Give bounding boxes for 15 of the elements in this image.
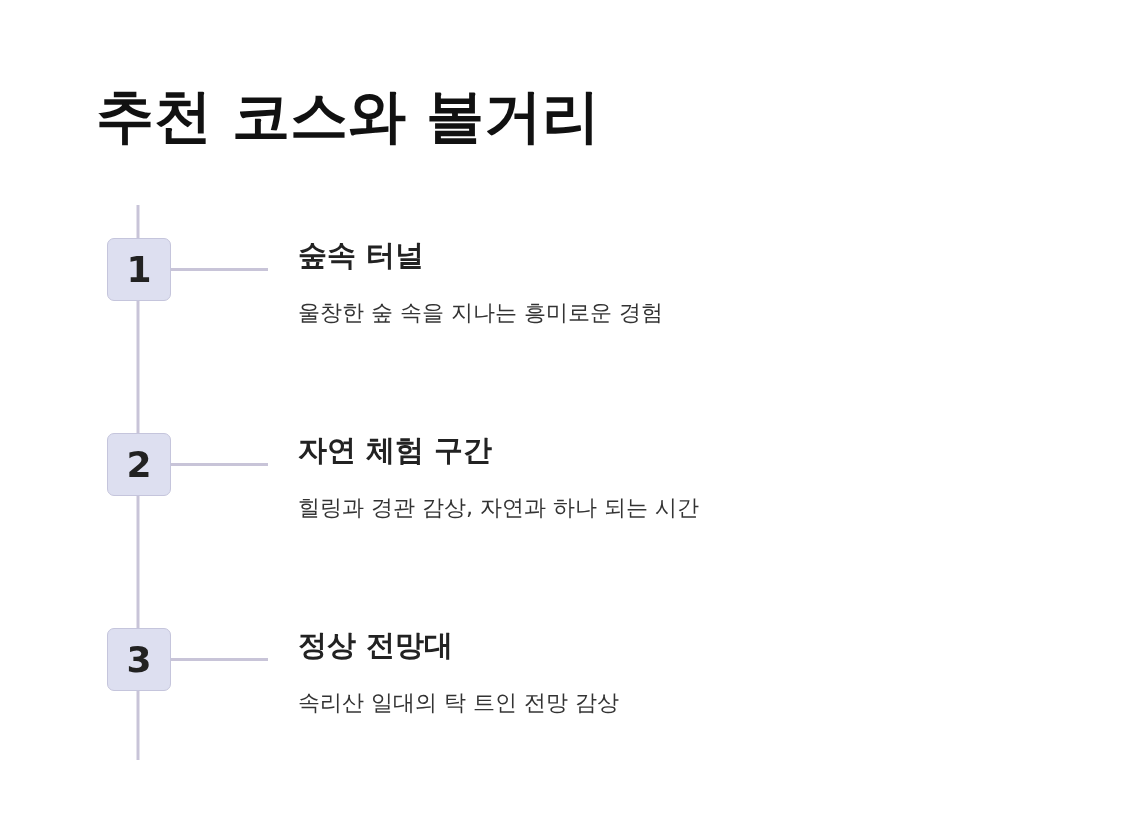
connector-line (171, 463, 268, 466)
step-heading: 자연 체험 구간 (298, 432, 494, 469)
step-heading: 숲속 터널 (298, 237, 426, 274)
step-number-badge: 3 (107, 628, 171, 691)
step-heading: 정상 전망대 (298, 627, 455, 664)
page-title: 추천 코스와 볼거리 (96, 81, 601, 152)
connector-line (171, 658, 268, 661)
step-description: 울창한 숲 속을 지나는 흥미로운 경험 (298, 299, 664, 327)
step-description: 속리산 일대의 탁 트인 전망 감상 (298, 689, 620, 717)
step-number-badge: 1 (107, 238, 171, 301)
step-description: 힐링과 경관 감상, 자연과 하나 되는 시간 (298, 494, 700, 522)
connector-line (136, 496, 140, 628)
connector-line (136, 301, 140, 433)
step-number-badge: 2 (107, 433, 171, 496)
connector-line (171, 268, 268, 271)
